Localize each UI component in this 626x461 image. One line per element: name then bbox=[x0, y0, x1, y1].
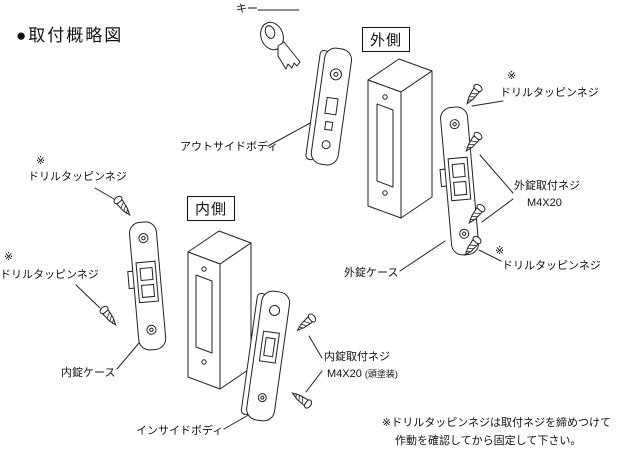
screw-art bbox=[289, 388, 314, 410]
drill-tapping-screw-label-upper-left: ドリルタッピンネジ bbox=[28, 171, 127, 183]
drill-tapping-screw-label-bottom-right: ドリルタッピンネジ bbox=[502, 260, 601, 272]
drill-tapping-screw-label-lower-left: ドリルタッピンネジ bbox=[0, 269, 99, 281]
outside-mount-screw-label: 外錠取付ネジ bbox=[514, 180, 580, 192]
inside-mount-screw-size-row: M4X20 (頭塗装) bbox=[327, 368, 398, 382]
footer-note-line-1: ※ドリルタッピンネジは取付ネジを締めつけて bbox=[382, 417, 611, 429]
inside-body-label: インサイドボディ bbox=[136, 425, 224, 437]
inside-mount-screw-finish: (頭塗装) bbox=[364, 369, 398, 379]
drill-tapping-screw-label-top-right: ドリルタッピンネジ bbox=[500, 87, 599, 99]
inside-region-label: 内側 bbox=[187, 196, 236, 221]
outside-region-label: 外側 bbox=[362, 27, 411, 52]
outside-mount-screw-size: M4X20 bbox=[527, 197, 562, 209]
asterisk-mark: ※ bbox=[36, 155, 46, 167]
outside-frame-art bbox=[367, 58, 433, 219]
screw-art bbox=[462, 82, 484, 107]
leader-lines bbox=[75, 9, 514, 430]
key-art bbox=[260, 21, 301, 70]
page-title: ●取付概略図 bbox=[16, 26, 124, 45]
inside-mount-screw-size: M4X20 bbox=[327, 368, 362, 380]
asterisk-mark: ※ bbox=[495, 245, 505, 257]
outside-case-art bbox=[439, 106, 480, 256]
inside-frame-art bbox=[187, 230, 252, 390]
inside-body-art bbox=[240, 290, 291, 422]
screw-art bbox=[112, 194, 134, 219]
key-label: キー bbox=[236, 3, 258, 15]
screw-art bbox=[294, 312, 318, 335]
outside-body-label: アウトサイドボディ bbox=[180, 141, 279, 153]
asterisk-mark: ※ bbox=[4, 251, 14, 263]
asterisk-mark: ※ bbox=[507, 70, 517, 82]
outside-body-art bbox=[305, 47, 353, 166]
inside-case-label: 内錠ケース bbox=[61, 367, 116, 379]
inside-mount-screw-label: 内錠取付ネジ bbox=[324, 351, 390, 363]
footer-note-line-2: 作動を確認してから固定して下さい。 bbox=[395, 435, 582, 447]
screw-art bbox=[98, 304, 120, 329]
inside-case-art bbox=[127, 221, 167, 351]
outside-case-label: 外錠ケース bbox=[344, 267, 399, 279]
